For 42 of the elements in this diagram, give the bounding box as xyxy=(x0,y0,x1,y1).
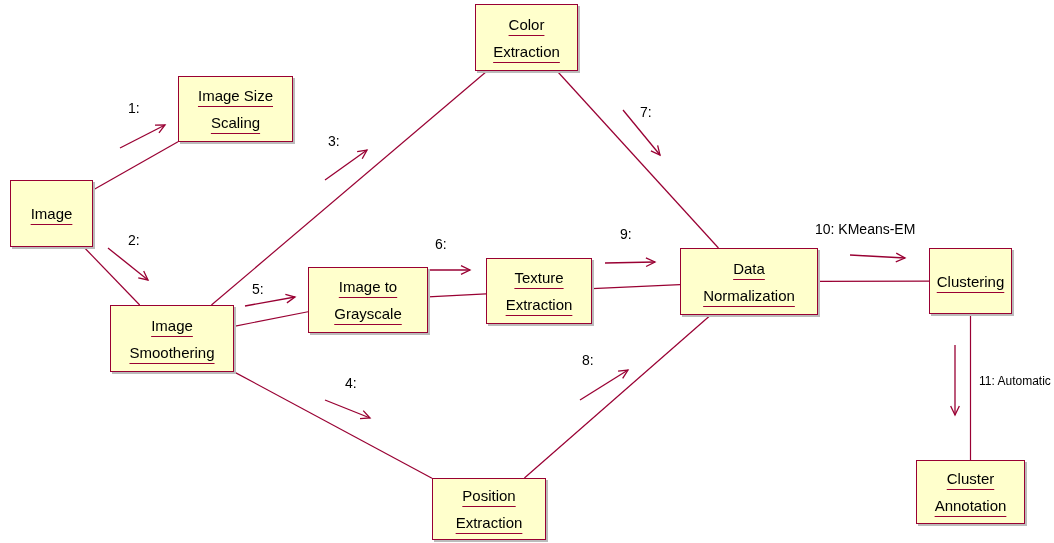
message-label: 6: xyxy=(435,236,447,252)
link-line xyxy=(969,313,972,461)
message-label: 9: xyxy=(620,226,632,242)
message-label: 11: Automatic xyxy=(979,373,1051,389)
message-label: 7: xyxy=(640,104,652,120)
object-name: Clustering xyxy=(935,271,1006,292)
object-name: Image Size Scaling xyxy=(196,86,274,133)
object-name: Image xyxy=(29,204,74,224)
object-name: Cluster Annotation xyxy=(933,469,1008,516)
object-box xyxy=(308,267,428,333)
link-line xyxy=(523,314,712,479)
object-box xyxy=(432,478,546,540)
link-line xyxy=(233,311,309,327)
object-box xyxy=(10,180,93,247)
message-label: 5: xyxy=(252,281,264,297)
message-label: 2: xyxy=(128,232,140,248)
object-name: Image Smoothering xyxy=(128,315,216,363)
object-box xyxy=(929,248,1012,314)
object-name: Color Extraction xyxy=(492,14,561,62)
object-box xyxy=(486,258,592,324)
message-label: 1: xyxy=(128,100,140,116)
message-label: 10: KMeans-EM xyxy=(815,221,916,237)
object-name: Data Normalization xyxy=(702,258,796,306)
link-line xyxy=(210,70,488,306)
object-name: Position Extraction xyxy=(454,486,524,533)
link-line xyxy=(83,246,141,306)
object-name: Image to Grayscale xyxy=(333,277,403,324)
link-line xyxy=(233,371,433,479)
object-box xyxy=(680,248,818,315)
link-line xyxy=(556,70,720,249)
link-line xyxy=(591,284,681,290)
object-box xyxy=(916,460,1025,524)
link-line xyxy=(92,141,179,191)
message-label: 4: xyxy=(345,375,357,391)
object-box xyxy=(475,4,578,71)
object-name: Texture Extraction xyxy=(504,268,574,315)
link-line xyxy=(817,280,930,282)
object-box xyxy=(178,76,293,142)
object-box xyxy=(110,305,234,372)
message-label: 8: xyxy=(582,352,594,368)
link-line xyxy=(427,293,487,298)
message-label: 3: xyxy=(328,133,340,149)
